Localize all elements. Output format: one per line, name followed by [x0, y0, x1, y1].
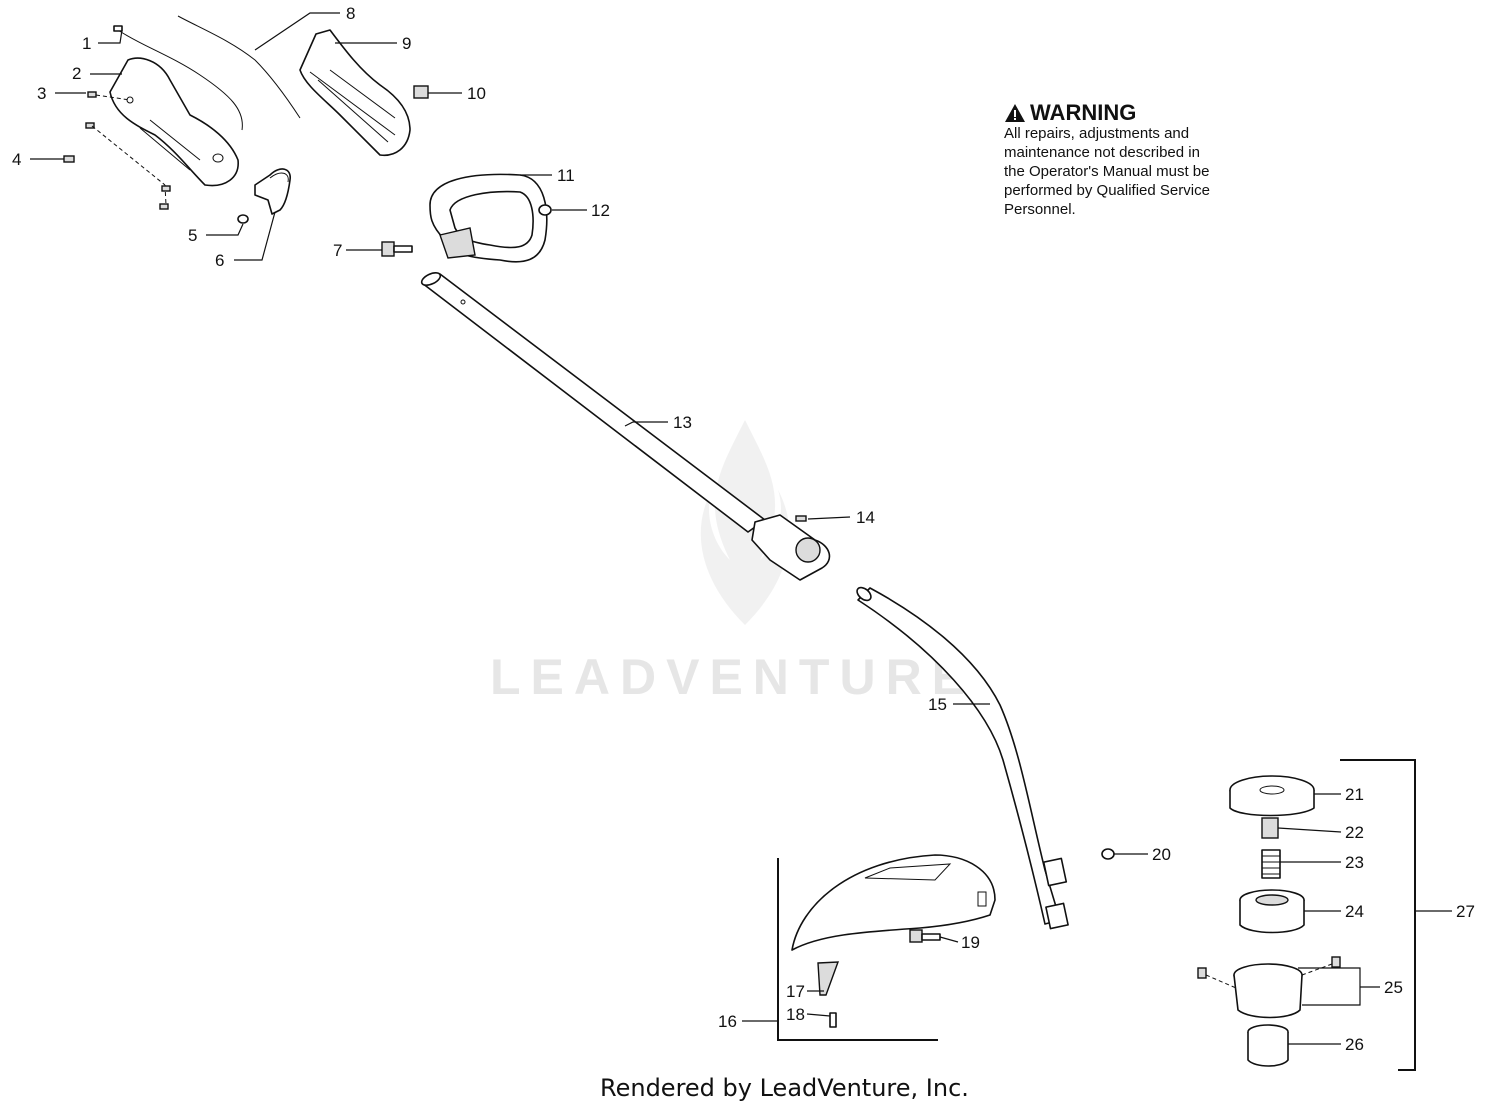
- callout-11: 11: [557, 166, 575, 185]
- part-22-fitting[interactable]: [1261, 817, 1279, 839]
- callout-18: 18: [786, 1005, 805, 1024]
- callout-26: 26: [1345, 1035, 1364, 1054]
- part-6-trigger[interactable]: [254, 168, 291, 215]
- part-14-coupler[interactable]: [751, 514, 831, 581]
- callout-5: 5: [188, 226, 197, 245]
- callout-24: 24: [1345, 902, 1364, 921]
- callout-23: 23: [1345, 853, 1364, 872]
- callout-1: 1: [82, 34, 91, 53]
- part-12-wing-nut[interactable]: [538, 204, 552, 216]
- part-10-switch[interactable]: [413, 85, 429, 99]
- part-11-loop-handle[interactable]: [429, 173, 548, 263]
- callout-8: 8: [346, 4, 355, 23]
- callout-27: 27: [1456, 902, 1475, 921]
- part-13-upper-shaft[interactable]: [420, 270, 766, 533]
- part-3-screw[interactable]: [85, 91, 97, 129]
- callout-12: 12: [591, 201, 610, 220]
- part-17-line-blade[interactable]: [817, 961, 840, 996]
- part-21-spool-cover[interactable]: [1229, 775, 1315, 817]
- part-7-bolt[interactable]: [381, 241, 413, 257]
- warning-body: All repairs, adjustments and maintenance…: [1004, 125, 1210, 218]
- part-1-throttle-wire[interactable]: [113, 25, 243, 131]
- callout-3: 3: [37, 84, 46, 103]
- part-23-spring[interactable]: [1261, 849, 1281, 879]
- callout-7: 7: [333, 241, 342, 260]
- watermark: LEADVENTURE: [490, 649, 976, 705]
- warning-triangle-icon: [1005, 104, 1025, 122]
- part-9-handle-cover[interactable]: [299, 29, 411, 157]
- part-16-guard-assembly[interactable]: [791, 854, 996, 951]
- part-18-screw[interactable]: [829, 1012, 837, 1028]
- callout-13: 13: [673, 413, 692, 432]
- part-26-knob[interactable]: [1247, 1024, 1289, 1067]
- part-8-throttle-cable[interactable]: [177, 15, 301, 119]
- part-24-spool[interactable]: [1239, 889, 1305, 934]
- callout-14: 14: [856, 508, 875, 527]
- callout-19: 19: [961, 933, 980, 952]
- part-19-bolt[interactable]: [909, 929, 941, 943]
- warning-notice: WARNING All repairs, adjustments and mai…: [1004, 100, 1274, 219]
- part-20-wing-nut[interactable]: [1101, 848, 1115, 860]
- part-4-screw[interactable]: [63, 155, 171, 210]
- callout-15: 15: [928, 695, 947, 714]
- callout-9: 9: [402, 34, 411, 53]
- callout-25: 25: [1384, 978, 1403, 997]
- warning-title: WARNING: [1030, 100, 1137, 125]
- footer-credit: Rendered by LeadVenture, Inc.: [600, 1074, 969, 1102]
- callout-16: 16: [718, 1012, 737, 1031]
- warning-title-row: WARNING: [1004, 100, 1274, 126]
- callout-6: 6: [215, 251, 224, 270]
- part-5-nut[interactable]: [237, 214, 249, 224]
- callout-2: 2: [72, 64, 81, 83]
- part-2-handle-housing[interactable]: [109, 57, 239, 187]
- callout-21: 21: [1345, 785, 1364, 804]
- part-25-housing[interactable]: [1197, 956, 1341, 1019]
- callout-17: 17: [786, 982, 805, 1001]
- callout-22: 22: [1345, 823, 1364, 842]
- callout-20: 20: [1152, 845, 1171, 864]
- part-15-lower-shaft[interactable]: [855, 585, 1069, 930]
- callout-4: 4: [12, 150, 21, 169]
- callout-10: 10: [467, 84, 486, 103]
